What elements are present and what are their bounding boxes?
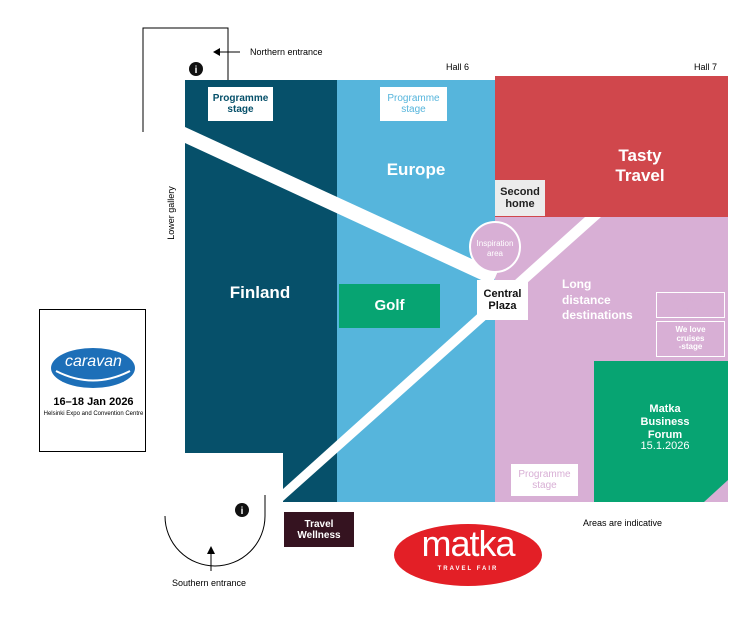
second-home-badge[interactable]: Second home — [495, 180, 545, 216]
northern-entrance-label: Northern entrance — [250, 47, 323, 57]
business-forum-title: Matka Business Forum — [640, 403, 690, 442]
areas-note: Areas are indicative — [583, 518, 663, 528]
caravan-box: caravan 16–18 Jan 2026 Helsinki Expo and… — [39, 309, 146, 452]
caravan-venue: Helsinki Expo and Convention Centre — [43, 411, 144, 417]
matka-logo-sub: TRAVEL FAIR — [437, 566, 499, 572]
south-arrow-head — [207, 546, 215, 554]
golf-zone[interactable]: Golf — [339, 284, 440, 328]
aisle-diagonal-north — [185, 127, 498, 285]
programme-stage-2[interactable]: Programme stage — [380, 87, 447, 121]
inspiration-area-label: Inspiration area — [476, 239, 514, 258]
business-forum-date: 15.1.2026 — [640, 440, 690, 452]
europe-title: Europe — [386, 160, 446, 179]
central-plaza-badge[interactable]: Central Plaza — [477, 280, 528, 320]
inspiration-area-circle — [469, 221, 521, 273]
info-icon-north[interactable] — [189, 62, 203, 76]
finland-title: Finland — [229, 283, 291, 302]
north-arrow-head — [213, 48, 220, 56]
matka-logo-ellipse — [394, 524, 542, 586]
info-icon-north-glyph: i — [195, 65, 198, 76]
hall6-label: Hall 6 — [446, 62, 470, 72]
info-icon-south-glyph: i — [241, 506, 244, 517]
info-icon-south[interactable] — [235, 503, 249, 517]
we-love-cruises-badge[interactable]: We love cruises -stage — [656, 321, 725, 357]
southern-entrance-label: Southern entrance — [172, 578, 247, 588]
programme-stage-3[interactable]: Programme stage — [511, 464, 578, 496]
zone-business-forum — [594, 361, 728, 502]
childrens-area-badge[interactable]: Children's area — [656, 292, 725, 318]
long-distance-title: Long distance destinations — [562, 277, 633, 323]
caravan-logo-text: caravan — [65, 353, 122, 370]
programme-stage-1[interactable]: Programme stage — [208, 87, 273, 121]
hall7-label: Hall 7 — [694, 62, 718, 72]
travel-wellness-badge[interactable]: Travel Wellness — [284, 512, 354, 547]
caravan-dates: 16–18 Jan 2026 — [53, 396, 134, 408]
northern-entrance-outline — [142, 27, 229, 132]
southern-entrance-outline — [164, 495, 266, 567]
matka-logo-word: matka — [421, 523, 515, 564]
caravan-logo-graphic — [51, 348, 135, 388]
lower-gallery-label: Lower gallery — [166, 186, 176, 240]
tasty-travel-title: Tasty Travel — [615, 146, 665, 185]
